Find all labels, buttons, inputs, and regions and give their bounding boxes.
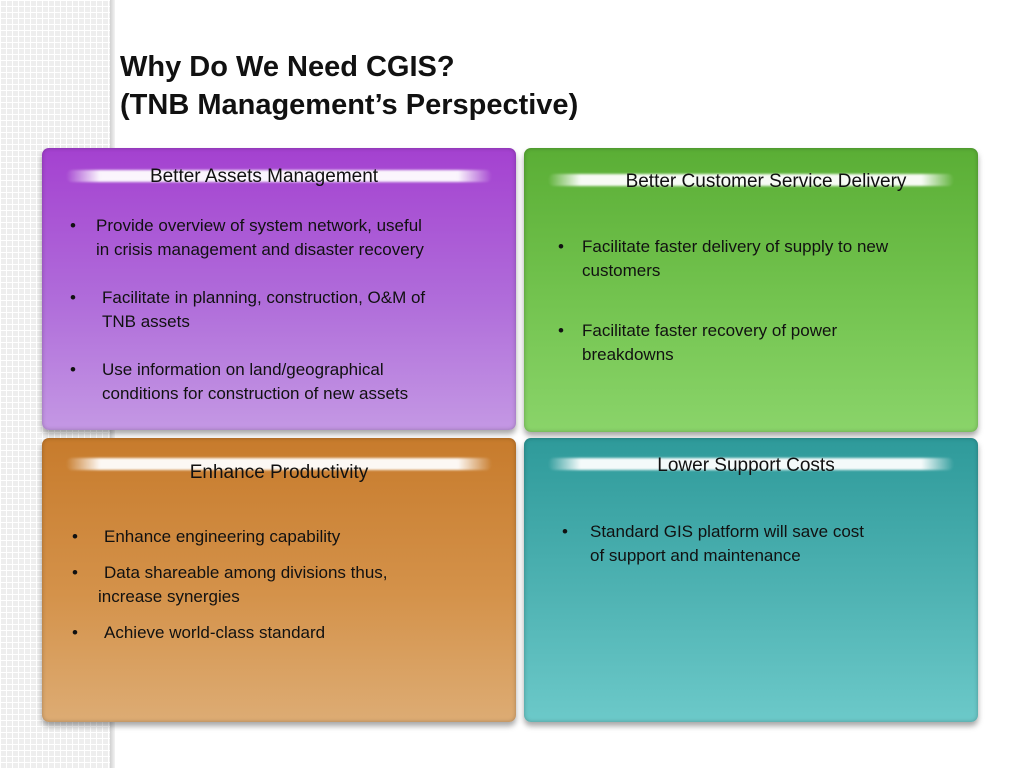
list-item-line: Data shareable among divisions thus,: [104, 563, 388, 582]
list-item: • Facilitate faster recovery of power br…: [558, 319, 968, 367]
list-item-line: Facilitate faster delivery of supply to …: [582, 237, 889, 256]
list-item-line: customers: [582, 261, 661, 280]
bullet-icon: •: [562, 522, 568, 541]
bullet-icon: •: [558, 237, 564, 256]
panel-heading: Lower Support Costs: [657, 455, 835, 476]
bullet-list: • Standard GIS platform will save cost o…: [562, 520, 962, 592]
slide-title-line-1: Why Do We Need CGIS?: [120, 51, 455, 83]
panel-better-customer-service-delivery: Better Customer Service Delivery • Facil…: [524, 148, 978, 432]
bullet-icon: •: [70, 360, 76, 379]
panel-highlight: [548, 458, 954, 470]
list-item: • Data shareable among divisions thus, i…: [72, 561, 502, 609]
list-item: • Enhance engineering capability: [72, 525, 502, 549]
list-item-line: in crisis management and disaster recove…: [96, 240, 424, 259]
list-item-line: breakdowns: [582, 345, 674, 364]
bullet-icon: •: [72, 623, 78, 642]
bullet-list: • Enhance engineering capability • Data …: [72, 525, 502, 669]
panel-highlight: [66, 170, 492, 182]
panel-heading: Enhance Productivity: [189, 462, 369, 483]
panel-heading: Better Assets Management: [149, 166, 379, 187]
list-item: • Use information on land/geographical c…: [70, 358, 510, 406]
slide-title: Why Do We Need CGIS? (TNB Management’s P…: [120, 48, 1000, 124]
list-item-line: Standard GIS platform will save cost: [590, 522, 865, 541]
bullet-icon: •: [70, 216, 76, 235]
list-item: • Provide overview of system network, us…: [70, 214, 510, 262]
panel-better-assets-management: Better Assets Management • Provide overv…: [42, 148, 516, 430]
bullet-icon: •: [72, 527, 78, 546]
list-item-line: of support and maintenance: [590, 546, 801, 565]
panel-highlight: [66, 458, 492, 470]
slide-title-line-2: (TNB Management’s Perspective): [120, 89, 579, 121]
list-item-line: TNB assets: [102, 312, 190, 331]
list-item-line: Use information on land/geographical: [102, 360, 384, 379]
bullet-icon: •: [558, 321, 564, 340]
list-item-line: Facilitate faster recovery of power: [582, 321, 838, 340]
list-item: • Achieve world-class standard: [72, 621, 502, 645]
bullet-list: • Facilitate faster delivery of supply t…: [558, 235, 968, 391]
list-item-line: conditions for construction of new asset…: [102, 384, 409, 403]
list-item-line: Achieve world-class standard: [104, 623, 326, 642]
list-item-line: Enhance engineering capability: [104, 527, 341, 546]
list-item-line: Provide overview of system network, usef…: [96, 216, 422, 235]
list-item: • Facilitate in planning, construction, …: [70, 286, 510, 334]
panel-heading: Better Customer Service Delivery: [625, 171, 907, 192]
list-item-line: increase synergies: [98, 587, 240, 606]
bullet-list: • Provide overview of system network, us…: [70, 214, 510, 430]
panel-enhance-productivity: Enhance Productivity • Enhance engineeri…: [42, 438, 516, 722]
bullet-icon: •: [70, 288, 76, 307]
panel-highlight: [548, 174, 954, 186]
panel-lower-support-costs: Lower Support Costs • Standard GIS platf…: [524, 438, 978, 722]
list-item: • Facilitate faster delivery of supply t…: [558, 235, 968, 283]
bullet-icon: •: [72, 563, 78, 582]
list-item: • Standard GIS platform will save cost o…: [562, 520, 962, 568]
list-item-line: Facilitate in planning, construction, O&…: [102, 288, 426, 307]
